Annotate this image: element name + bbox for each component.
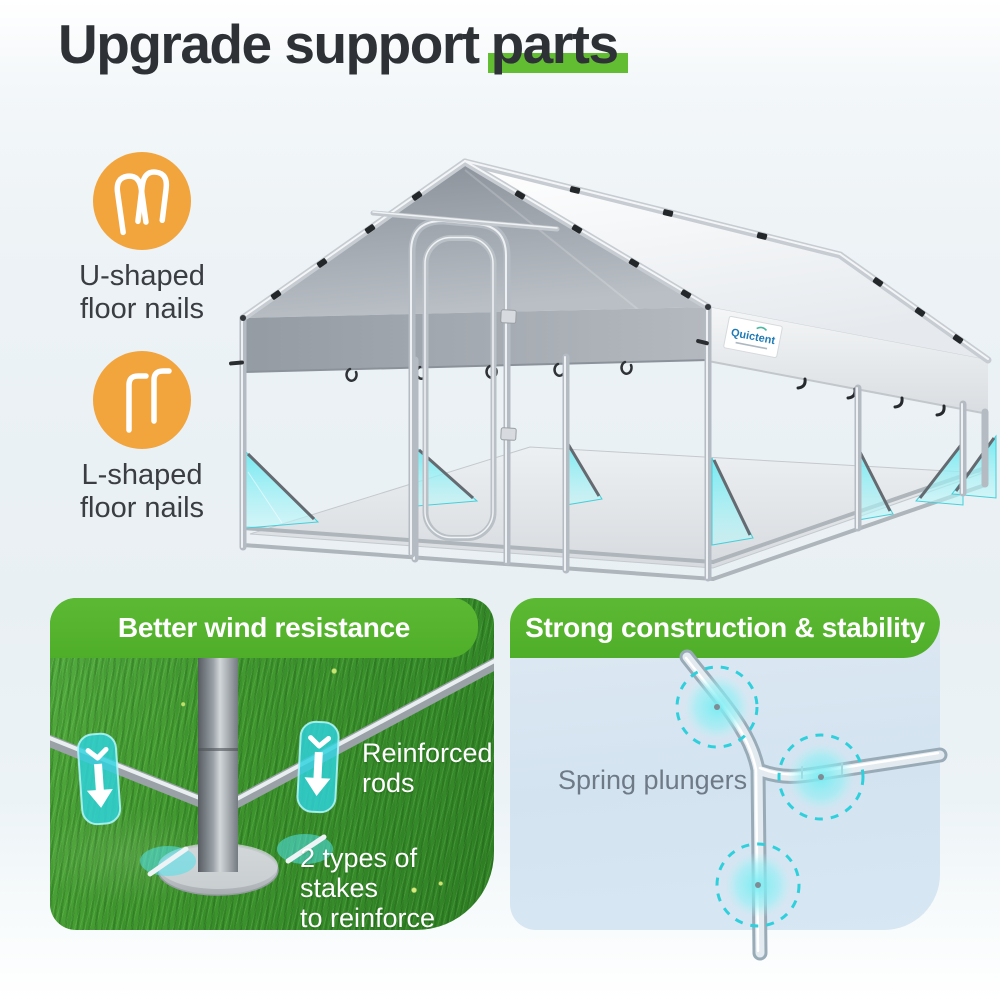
note-line1: Reinforced (362, 738, 493, 768)
part-u-shaped-nails: U-shaped floor nails (44, 152, 240, 326)
note-line2: to reinforce (300, 903, 436, 930)
page-title-start: Upgrade support (58, 13, 480, 75)
down-arrow-icon (296, 720, 340, 814)
reinforced-rods (50, 657, 494, 812)
note-reinforced-rods: Reinforced rods (362, 738, 493, 798)
ground-stakes (140, 834, 333, 877)
canopy-illustration: Quictent (229, 158, 997, 582)
corner-braces (245, 434, 997, 546)
wind-arrow-tags (76, 720, 340, 826)
valance-hooks (796, 377, 946, 417)
brand-label: Quictent (723, 315, 783, 359)
note-spring-plungers: Spring plungers (558, 765, 748, 795)
corner-brace (711, 457, 754, 546)
u-shaped-nails-icon (93, 152, 191, 250)
panel-wind-resistance: Better wind resistance (50, 598, 494, 930)
part-label: L-shaped floor nails (44, 459, 240, 525)
panel-construction-header: Strong construction & stability (510, 598, 940, 658)
note-line1: 2 types of stakes (300, 843, 418, 903)
l-shaped-nails-icon (93, 351, 191, 449)
center-pole (198, 656, 238, 872)
roof-right-valance: Quictent (707, 307, 989, 417)
part-label: U-shaped floor nails (44, 260, 240, 326)
note-stakes: 2 types of stakes to reinforce (300, 843, 494, 930)
down-arrow-icon (76, 732, 122, 826)
corner-brace (245, 450, 320, 529)
part-l-shaped-nails: L-shaped floor nails (44, 351, 240, 525)
door-clamps (500, 309, 517, 441)
corner-brace (857, 449, 894, 521)
panel-wind-header: Better wind resistance (50, 598, 478, 658)
roof-frame-tubes (239, 158, 992, 364)
note-line2: rods (362, 768, 415, 798)
u-nails-glyph (114, 169, 170, 236)
spring-plunger-highlights (675, 665, 865, 928)
part-label-line1: U-shaped (79, 260, 205, 292)
roof-front-valance (242, 307, 709, 382)
wind-panel-illustration (50, 656, 494, 896)
part-label-line2: floor nails (79, 492, 205, 524)
tarp-clips (270, 186, 964, 344)
part-label-line1: L-shaped (81, 459, 203, 491)
page-title-highlight: parts (487, 13, 628, 75)
door-frame (370, 210, 560, 566)
construction-panel-illustration (675, 649, 948, 961)
part-label-line2: floor nails (79, 293, 205, 325)
l-nails-glyph (126, 368, 172, 433)
